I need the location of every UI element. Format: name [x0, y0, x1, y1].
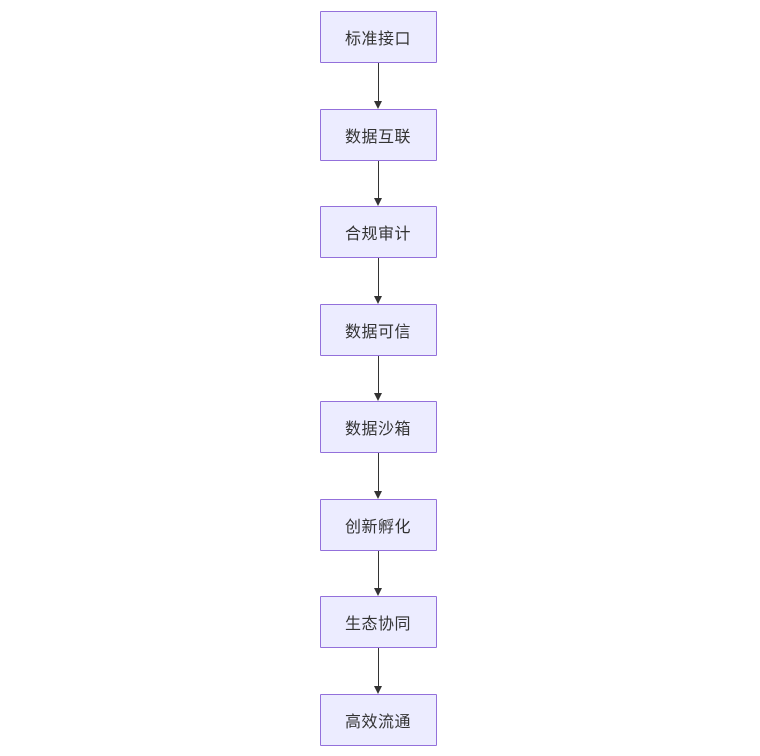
flow-node-label: 数据沙箱	[344, 421, 411, 438]
flow-node-5: 数据沙箱	[319, 401, 437, 453]
arrow-line	[377, 63, 379, 102]
flow-arrow-4-5	[374, 355, 382, 401]
flow-node-label: 合规审计	[344, 226, 411, 243]
arrowhead-down-icon	[374, 588, 382, 596]
arrow-line	[377, 160, 379, 199]
flow-arrow-2-3	[374, 160, 382, 206]
arrowhead-down-icon	[374, 198, 382, 206]
flow-node-7: 生态协同	[319, 596, 437, 648]
flow-node-4: 数据可信	[319, 303, 437, 356]
flow-node-6: 创新孵化	[319, 498, 437, 551]
flow-node-1: 标准接口	[319, 11, 437, 63]
flow-arrow-1-2	[374, 63, 382, 109]
arrow-line	[377, 550, 379, 589]
flow-node-label: 数据可信	[344, 323, 411, 341]
flow-node-8: 高效流通	[319, 693, 437, 746]
arrow-line	[377, 648, 379, 687]
arrowhead-down-icon	[374, 393, 382, 401]
flow-node-2: 数据互联	[319, 108, 437, 161]
arrowhead-down-icon	[374, 685, 382, 694]
flow-node-label: 创新孵化	[344, 518, 411, 536]
arrow-line	[377, 355, 379, 394]
flow-node-label: 生态协同	[344, 616, 411, 633]
flow-arrow-5-6	[374, 453, 382, 499]
flow-arrow-7-8	[374, 648, 382, 694]
arrow-line	[377, 258, 379, 297]
arrowhead-down-icon	[374, 100, 382, 109]
flow-arrow-6-7	[374, 550, 382, 596]
flow-arrow-3-4	[374, 258, 382, 304]
arrowhead-down-icon	[374, 490, 382, 499]
flow-node-label: 高效流通	[344, 713, 411, 731]
flow-node-3: 合规审计	[319, 206, 437, 258]
flow-node-label: 标准接口	[344, 31, 411, 48]
arrow-line	[377, 453, 379, 492]
arrowhead-down-icon	[374, 295, 382, 304]
flow-node-label: 数据互联	[344, 128, 411, 146]
flowchart: 标准接口 数据互联 合规审计 数据可信 数据沙箱	[319, 11, 437, 746]
